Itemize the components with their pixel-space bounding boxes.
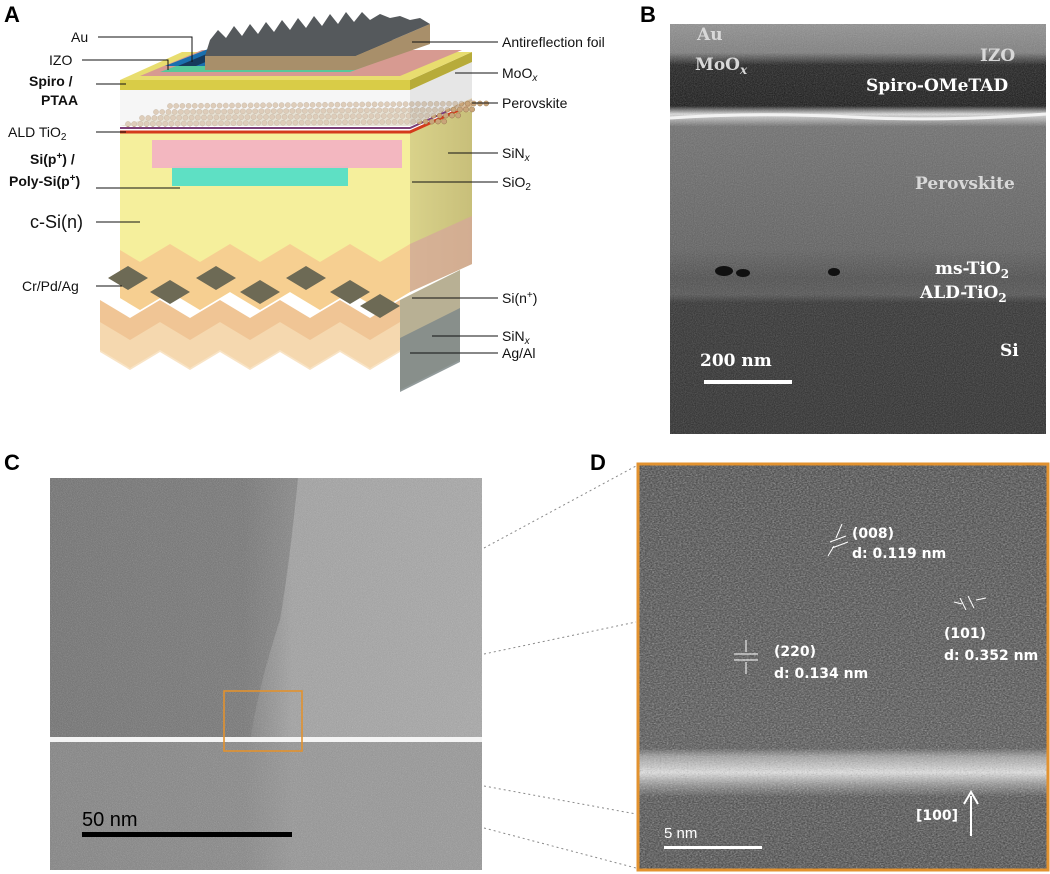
b-scale-bar xyxy=(704,380,792,384)
label-sinx-top: SiNx xyxy=(502,145,531,164)
zoom-connectors xyxy=(483,465,637,869)
b-scale-label: 200 nm xyxy=(700,351,772,371)
tem-c-interface xyxy=(50,737,482,742)
direction-arrow-icon xyxy=(963,790,979,836)
hrtem-d-noise xyxy=(638,464,1048,870)
tio2-bead xyxy=(456,106,463,113)
panel-label-a: A xyxy=(4,2,20,27)
lattice-markers xyxy=(734,523,987,674)
tio2-bead xyxy=(469,106,476,113)
b-label-spiro: Spiro-OMeTAD xyxy=(866,76,1008,96)
tem-b-voids xyxy=(715,266,840,277)
d-label-d220: d: 0.134 nm xyxy=(774,666,868,682)
tio2-bead xyxy=(428,118,435,125)
tio2-bead xyxy=(464,100,471,107)
d-scale-bar xyxy=(664,846,762,849)
panel-c: C 50 nm xyxy=(4,450,482,870)
hrtem-d-frame xyxy=(636,462,1050,872)
b-label-ms-tio2: ms-TiO2 xyxy=(935,259,1009,281)
panel-d: D (008) d: 0.119 nm (101) d: 0.352 nm (2… xyxy=(590,450,1050,872)
label-crpdag: Cr/Pd/Ag xyxy=(22,278,79,294)
label-ptaa: PTAA xyxy=(41,92,78,108)
tem-b-bright-interface xyxy=(669,112,1047,121)
d-label-d101: d: 0.352 nm xyxy=(944,648,1038,664)
c-scale-label: 50 nm xyxy=(82,809,138,831)
label-perovskite: Perovskite xyxy=(502,95,568,111)
front-contacts xyxy=(108,266,400,318)
label-ald-tio2: ALD TiO2 xyxy=(8,124,67,143)
ptaa-front xyxy=(120,80,410,90)
d-label-008: (008) xyxy=(852,526,894,542)
antireflection-foil xyxy=(205,24,430,70)
panel-label-d: D xyxy=(590,450,606,475)
rear-metal-band xyxy=(100,322,400,370)
csi-side-lower xyxy=(410,216,472,292)
tio2-bead xyxy=(463,106,469,113)
label-agal: Ag/Al xyxy=(502,345,535,361)
perovskite-side xyxy=(410,62,472,126)
antireflection-pyramids xyxy=(205,12,430,56)
perovskite-front xyxy=(120,90,410,126)
tio2-bead xyxy=(450,106,457,113)
b-label-si: Si xyxy=(1000,341,1019,361)
tem-b-noise xyxy=(670,24,1046,434)
b-label-izo: IZO xyxy=(980,46,1015,66)
panel-b: B Au MoOx IZO Spiro-OMeTAD Perovskite ms… xyxy=(640,2,1047,434)
d-scale-label: 5 nm xyxy=(664,825,697,842)
ptaa-side xyxy=(410,52,472,90)
tio2-bead xyxy=(436,112,443,119)
label-moox: MoOx xyxy=(502,65,538,84)
tio2-bead xyxy=(441,118,448,125)
b-label-moox: MoOx xyxy=(695,55,748,77)
d-label-direction: [100] xyxy=(916,808,958,824)
tio2-bead xyxy=(455,112,462,119)
tio2-bead xyxy=(470,100,477,107)
d-label-d008: d: 0.119 nm xyxy=(852,546,946,562)
d-label-101: (101) xyxy=(944,626,986,642)
label-sip: Si(p+) / xyxy=(30,151,75,167)
tio2-bead xyxy=(442,112,449,119)
label-polysi: Poly-Si(p+) xyxy=(9,173,80,189)
leader-lines xyxy=(82,36,498,354)
b-label-ald-tio2: ALD-TiO2 xyxy=(919,283,1007,305)
zoom-box[interactable] xyxy=(223,690,303,752)
label-sin-plus: Si(n+) xyxy=(502,290,537,306)
b-label-perovskite: Perovskite xyxy=(915,174,1015,194)
label-spiro: Spiro / xyxy=(29,73,73,89)
label-izo: IZO xyxy=(49,52,72,68)
tio2-bead xyxy=(422,118,429,125)
polysi-region xyxy=(172,166,348,186)
label-antireflection: Antireflection foil xyxy=(502,34,605,50)
label-csi: c-Si(n) xyxy=(30,212,83,232)
panel-label-c: C xyxy=(4,450,20,475)
sip-layer xyxy=(152,140,402,168)
panel-label-b: B xyxy=(640,2,656,27)
label-sio2: SiO2 xyxy=(502,174,531,193)
b-label-au: Au xyxy=(696,25,723,45)
d-label-220: (220) xyxy=(774,644,816,660)
panel-a: A xyxy=(4,2,605,392)
rear-side-dark xyxy=(400,308,460,392)
tio2-bead xyxy=(449,112,455,119)
tio2-bead xyxy=(435,118,441,125)
label-sinx-bot: SiNx xyxy=(502,328,531,347)
tem-c-noise xyxy=(50,478,482,870)
c-scale-bar xyxy=(82,832,292,837)
label-au: Au xyxy=(71,29,88,45)
